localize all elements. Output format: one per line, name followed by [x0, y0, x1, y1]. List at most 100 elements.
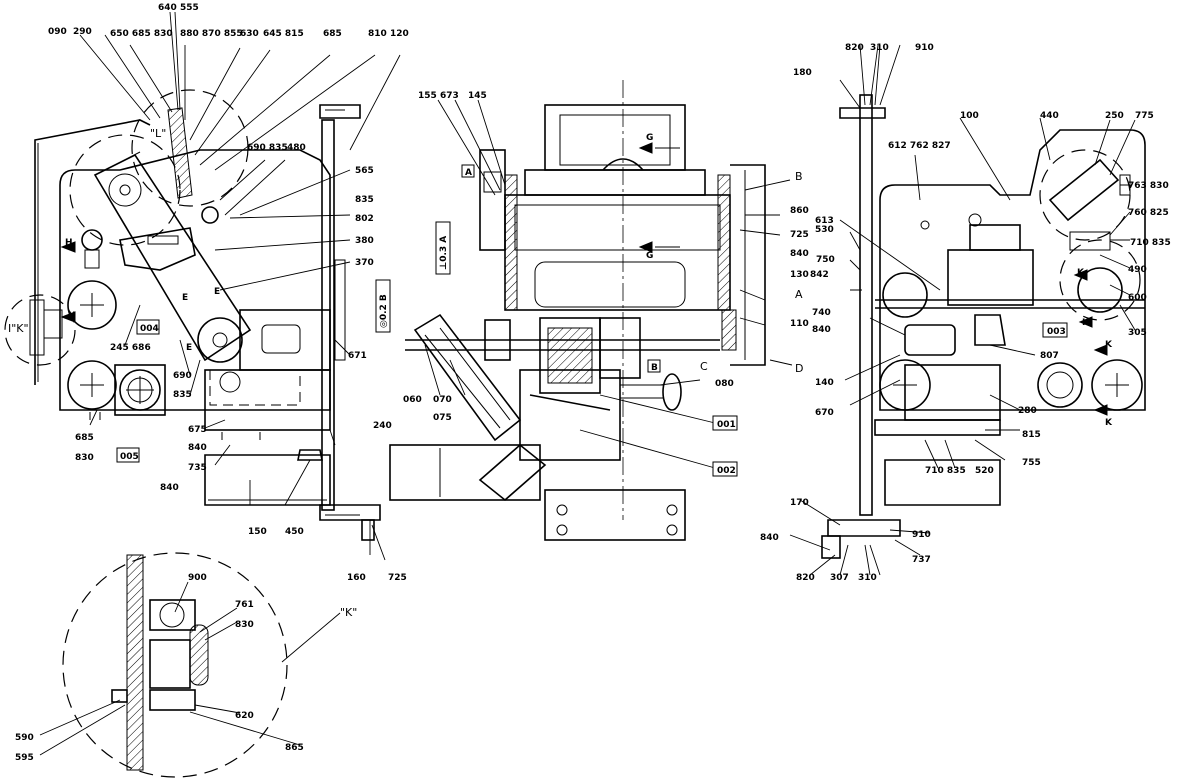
label-130: 130 — [790, 270, 809, 280]
label-600: 600 — [1128, 293, 1147, 303]
label-h-top: H — [65, 238, 73, 248]
detail-k-view — [62, 552, 288, 778]
label-110: 110 — [790, 319, 809, 329]
label-830-detail: 830 — [235, 620, 254, 630]
label-760-825: 760 825 — [1128, 208, 1169, 218]
label-g-bottom: G — [646, 251, 653, 261]
label-900: 900 — [188, 573, 207, 583]
label-820-top: 820 — [845, 43, 864, 53]
label-620: 620 — [235, 711, 254, 721]
label-170: 170 — [790, 498, 809, 508]
label-075: 075 — [433, 413, 452, 423]
label-690-835: 690 835 — [247, 143, 288, 153]
label-671: 671 — [348, 351, 367, 361]
tolerance-perpendicularity: ⊥0.3 A — [439, 236, 449, 270]
box-001: 001 — [717, 420, 736, 430]
label-307: 307 — [830, 573, 849, 583]
label-710-835-bottom: 710 835 — [925, 466, 966, 476]
label-630: 630 — [240, 29, 259, 39]
label-613: 613 — [815, 216, 834, 226]
label-140: 140 — [815, 378, 834, 388]
label-490: 490 — [1128, 265, 1147, 275]
label-180: 180 — [793, 68, 812, 78]
label-555: 555 — [180, 3, 199, 13]
label-910-bottom: 910 — [912, 530, 931, 540]
label-740: 740 — [812, 308, 831, 318]
label-612-762-827: 612 762 827 — [888, 141, 951, 151]
label-100: 100 — [960, 111, 979, 121]
reference-boxes: 004 005 001 002 003 A B ⊥0.3 A ◎0.2 B — [116, 164, 1068, 477]
label-675: 675 — [188, 425, 207, 435]
label-310-bottom: 310 — [858, 573, 877, 583]
label-305: 305 — [1128, 328, 1147, 338]
label-160: 160 — [347, 573, 366, 583]
label-detail-k-ref: I"K" — [8, 322, 29, 335]
label-840-left-1: 840 — [188, 443, 207, 453]
datum-b-box: B — [651, 363, 658, 373]
label-380: 380 — [355, 236, 374, 246]
label-090: 090 — [48, 27, 67, 37]
datum-a-box: A — [465, 168, 472, 178]
label-865: 865 — [285, 743, 304, 753]
left-side-view — [4, 89, 381, 541]
label-840-bottom: 840 — [760, 533, 779, 543]
label-685-bottom: 685 — [75, 433, 94, 443]
label-530: 530 — [815, 225, 834, 235]
label-520: 520 — [975, 466, 994, 476]
label-835: 835 — [355, 195, 374, 205]
label-725-center: 725 — [790, 230, 809, 240]
label-k-2: K — [1077, 268, 1085, 278]
label-840-left-2: 840 — [160, 483, 179, 493]
label-810: 810 — [368, 29, 387, 39]
label-802: 802 — [355, 214, 374, 224]
label-080: 080 — [715, 379, 734, 389]
label-590: 590 — [15, 733, 34, 743]
label-690: 690 — [173, 371, 192, 381]
label-450: 450 — [285, 527, 304, 537]
label-710-835-top: 710 835 — [1130, 238, 1171, 248]
label-290: 290 — [73, 27, 92, 37]
label-761: 761 — [235, 600, 254, 610]
label-245-686: 245 686 — [110, 343, 151, 353]
label-815-right: 815 — [1022, 430, 1041, 440]
label-b-section: B — [795, 170, 803, 183]
label-280: 280 — [1018, 406, 1037, 416]
direction-arrows — [60, 142, 1108, 416]
label-673: 673 — [440, 91, 459, 101]
label-807: 807 — [1040, 351, 1059, 361]
label-480: 480 — [287, 143, 306, 153]
right-side-view — [821, 94, 1146, 559]
label-835-lower: 835 — [173, 390, 192, 400]
label-k-3: K — [1105, 340, 1113, 350]
label-440: 440 — [1040, 111, 1059, 121]
label-k-1: K — [1082, 318, 1090, 328]
label-735: 735 — [188, 463, 207, 473]
label-685-top: 685 — [323, 29, 342, 39]
label-645-815: 645 815 — [263, 29, 304, 39]
box-004: 004 — [140, 324, 159, 334]
label-d-section: D — [795, 362, 803, 375]
label-775: 775 — [1135, 111, 1154, 121]
tolerance-concentricity: ◎0.2 B — [379, 294, 389, 328]
box-002: 002 — [717, 466, 736, 476]
label-910-top: 910 — [915, 43, 934, 53]
label-a-section: A — [795, 288, 803, 301]
label-755: 755 — [1022, 458, 1041, 468]
label-670: 670 — [815, 408, 834, 418]
label-070: 070 — [433, 395, 452, 405]
label-155: 155 — [418, 91, 437, 101]
label-595: 595 — [15, 753, 34, 763]
label-310-top: 310 — [870, 43, 889, 53]
label-725-left: 725 — [388, 573, 407, 583]
label-240: 240 — [373, 421, 392, 431]
label-145: 145 — [468, 91, 487, 101]
label-650-685-830: 650 685 830 — [110, 29, 173, 39]
label-640: 640 — [158, 3, 177, 13]
label-370: 370 — [355, 258, 374, 268]
label-840-center: 840 — [790, 249, 809, 259]
label-880-870-855: 880 870 855 — [180, 29, 243, 39]
label-763-830: 763 830 — [1128, 181, 1169, 191]
label-150: 150 — [248, 527, 267, 537]
label-e-1: E — [182, 293, 188, 303]
label-e-2: E — [214, 287, 220, 297]
